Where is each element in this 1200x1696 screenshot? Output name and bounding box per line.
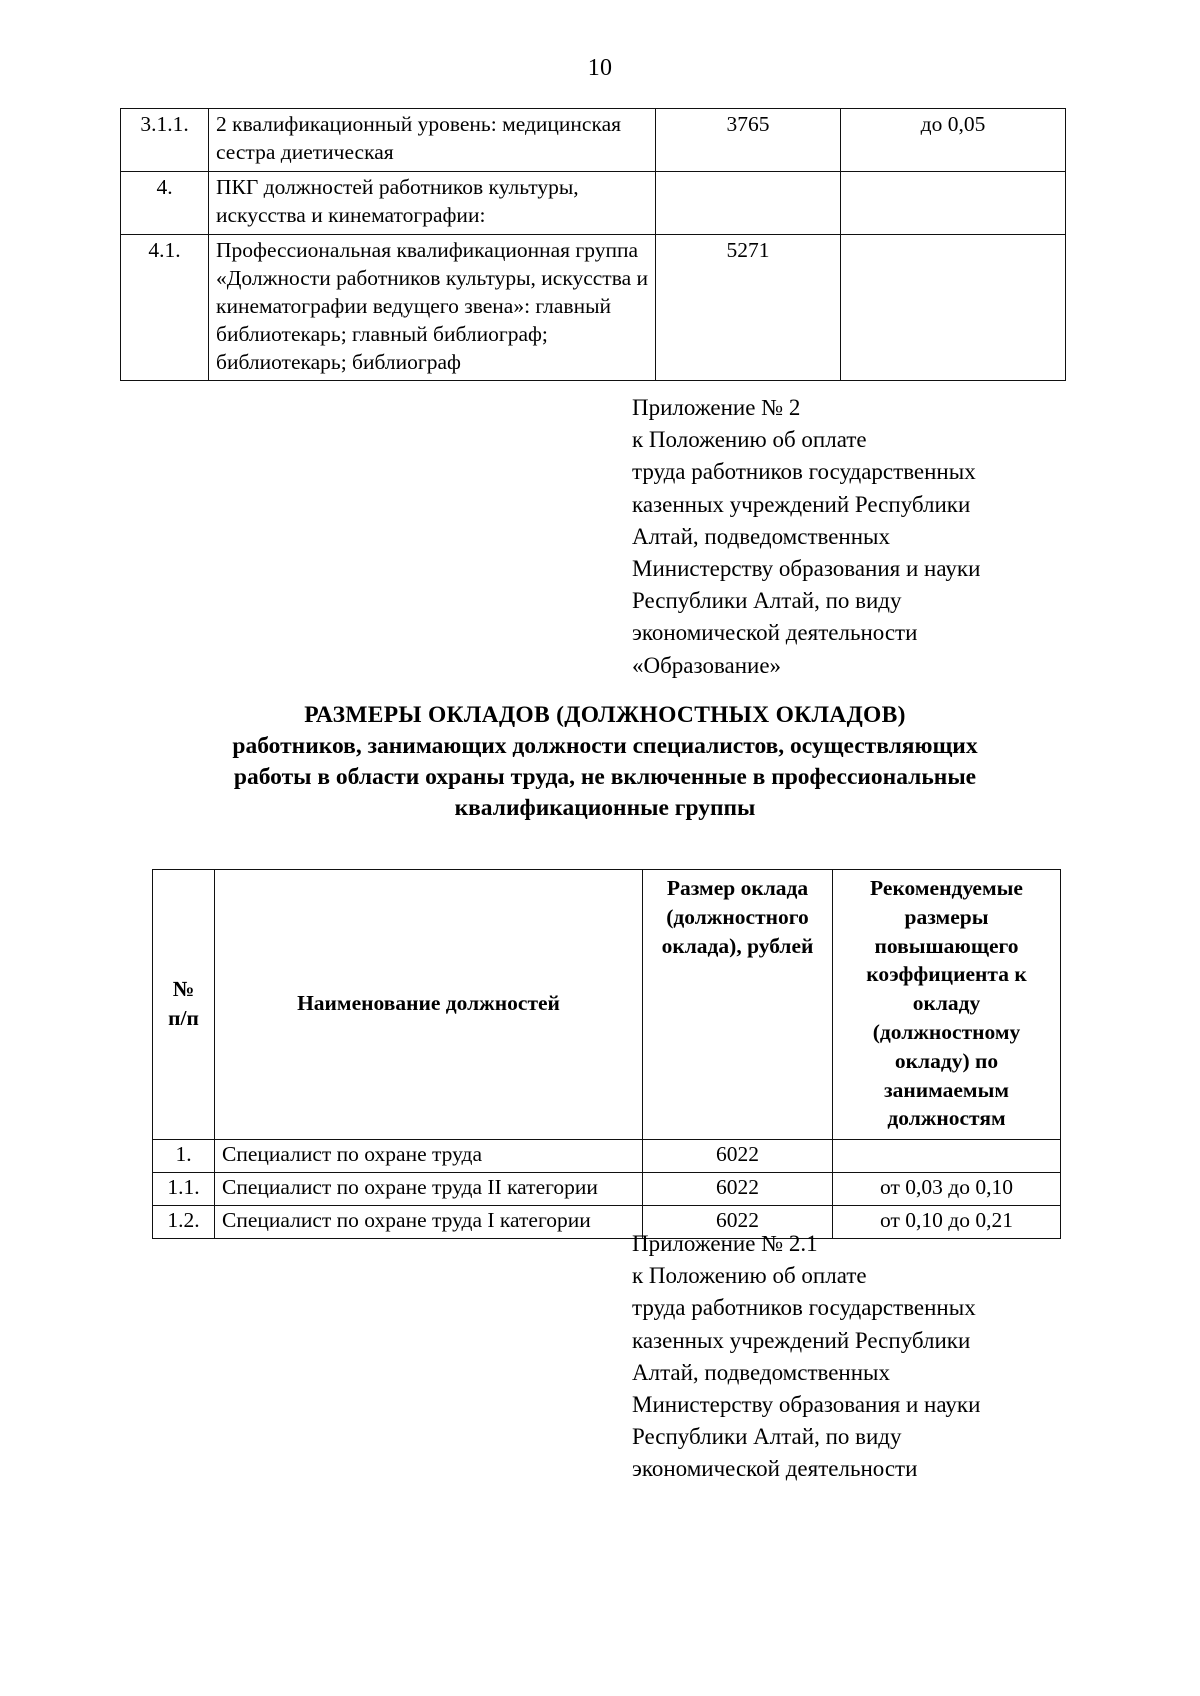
appendix-2-block: Приложение № 2 к Положению об оплате тру…: [632, 392, 1062, 682]
row-salary: 6022: [642, 1139, 833, 1174]
column-header-position-name: Наименование должностей: [214, 868, 643, 1141]
section-heading: РАЗМЕРЫ ОКЛАДОВ (ДОЛЖНОСТНЫХ ОКЛАДОВ) ра…: [150, 700, 1060, 824]
column-header-number-line2: п/п: [168, 1005, 199, 1030]
coef-header-line8: занимаемым: [883, 1077, 1010, 1102]
row-title: ПКГ должностей работников культуры, иску…: [208, 170, 656, 235]
row-position: Специалист по охране труда II категории: [214, 1172, 643, 1207]
table-row: 1. Специалист по охране труда 6022: [152, 1139, 1061, 1174]
row-coefficient: до 0,05: [840, 108, 1066, 172]
page-number: 10: [587, 55, 613, 81]
appendix-line: Алтай, подведомственных: [632, 1359, 890, 1385]
row-salary: 6022: [642, 1172, 833, 1207]
coef-header-line2: размеры: [904, 904, 989, 929]
appendix-line: казенных учреждений Республики: [632, 491, 971, 517]
column-header-salary: Размер оклада (должностного оклада), руб…: [642, 868, 833, 1141]
heading-line-2: работников, занимающих должности специал…: [232, 733, 978, 760]
appendix-line: Приложение № 2.1: [632, 1231, 818, 1256]
appendix-line: к Положению об оплате: [632, 1263, 867, 1289]
table-header-row: № п/п Наименование должностей Размер окл…: [152, 868, 1061, 1141]
coef-header-line7: окладу) по: [894, 1048, 999, 1073]
column-header-coefficient: Рекомендуемые размеры повышающего коэффи…: [832, 868, 1061, 1141]
salary-header-line3: оклада), рублей: [661, 933, 814, 958]
coef-header-line4: коэффициента к: [866, 962, 1027, 987]
occupational-safety-salary-table: № п/п Наименование должностей Размер окл…: [152, 868, 1061, 1239]
appendix-line: труда работников государственных: [632, 1295, 976, 1321]
row-salary: 6022: [642, 1205, 833, 1239]
salary-header-line1: Размер оклада: [666, 876, 809, 900]
row-position: Специалист по охране труда I категории: [214, 1205, 643, 1239]
appendix-line: «Образование»: [632, 652, 782, 678]
appendix-line: экономической деятельности: [632, 1456, 918, 1482]
appendix-line: Министерству образования и науки: [632, 1391, 981, 1417]
heading-line-1: РАЗМЕРЫ ОКЛАДОВ (ДОЛЖНОСТНЫХ ОКЛАДОВ): [304, 702, 906, 728]
appendix-line: Республики Алтай, по виду: [632, 1424, 902, 1450]
appendix-line: Министерству образования и науки: [632, 555, 981, 581]
row-number: 4.1.: [120, 233, 209, 382]
coef-header-line3: повышающего: [874, 933, 1019, 958]
row-number: 1.2.: [152, 1205, 215, 1239]
row-salary: 5271: [655, 233, 841, 382]
table-row: 4. ПКГ должностей работников культуры, и…: [120, 170, 1066, 235]
row-title: Профессиональная квалификационная группа…: [208, 233, 656, 382]
appendix-line: Республики Алтай, по виду: [632, 588, 902, 614]
row-coefficient: [840, 233, 1066, 382]
table-row: 3.1.1. 2 квалификационный уровень: медиц…: [120, 108, 1066, 172]
heading-line-3: работы в области охраны труда, не включе…: [233, 764, 977, 791]
column-header-number-line1: №: [172, 976, 195, 1001]
column-header-number: № п/п: [152, 868, 215, 1141]
salary-header-line2: (должностного: [666, 904, 809, 929]
row-number: 4.: [120, 170, 209, 235]
row-number: 1.1.: [152, 1172, 215, 1207]
table-row: 1.2. Специалист по охране труда I катего…: [152, 1205, 1061, 1239]
row-coefficient: [832, 1139, 1061, 1174]
table-row: 1.1. Специалист по охране труда II катег…: [152, 1172, 1061, 1207]
coef-header-line9: должностям: [887, 1106, 1006, 1131]
row-number: 3.1.1.: [120, 108, 209, 172]
appendix-line: Алтай, подведомственных: [632, 523, 890, 549]
appendix-line: Приложение № 2: [632, 395, 801, 420]
row-coefficient: от 0,03 до 0,10: [832, 1172, 1061, 1207]
table-row: 4.1. Профессиональная квалификационная г…: [120, 233, 1066, 382]
appendix-line: экономической деятельности: [632, 620, 918, 646]
continued-salary-table: 3.1.1. 2 квалификационный уровень: медиц…: [120, 108, 1066, 382]
row-position: Специалист по охране труда: [214, 1139, 643, 1174]
row-salary: 3765: [655, 108, 841, 172]
row-title: 2 квалификационный уровень: медицинская …: [208, 108, 656, 172]
row-number: 1.: [152, 1139, 215, 1174]
coef-header-line6: (должностному: [872, 1019, 1021, 1044]
row-salary: [655, 170, 841, 235]
heading-line-4: квалификационные группы: [454, 795, 756, 822]
row-coefficient: [840, 170, 1066, 235]
appendix-line: казенных учреждений Республики: [632, 1327, 971, 1353]
appendix-line: труда работников государственных: [632, 459, 976, 485]
appendix-2-1-block: Приложение № 2.1 к Положению об оплате т…: [632, 1228, 1062, 1486]
coef-header-line1: Рекомендуемые: [870, 876, 1023, 900]
coef-header-line5: окладу: [912, 991, 981, 1016]
appendix-line: к Положению об оплате: [632, 427, 867, 453]
row-coefficient: от 0,10 до 0,21: [832, 1205, 1061, 1239]
